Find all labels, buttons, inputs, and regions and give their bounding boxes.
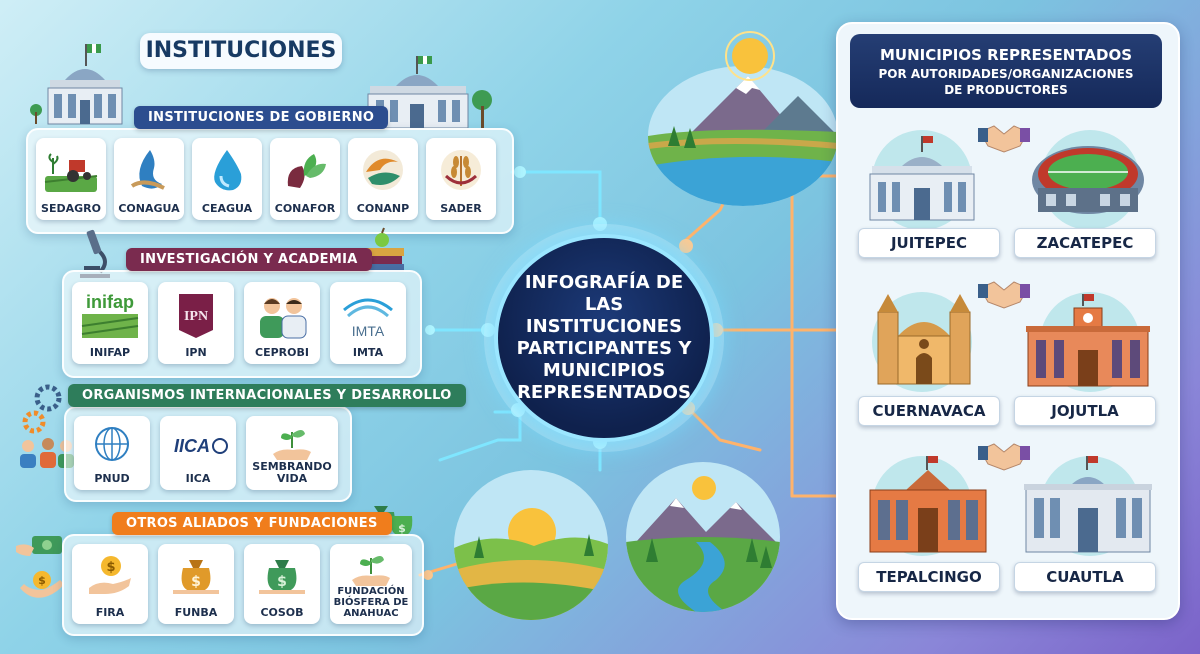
hand-plant-icon [352, 556, 390, 586]
center-title-circle: INFOGRAFÍA DE LAS INSTITUCIONES PARTICIP… [494, 234, 714, 442]
nature-swirl-icon [363, 150, 403, 190]
municipios-title-line1: MUNICIPIOS REPRESENTADOS [879, 46, 1133, 64]
center-title: INFOGRAFÍA DE LAS INSTITUCIONES PARTICIP… [516, 272, 692, 403]
un-emblem-icon [95, 427, 129, 461]
card-label: CEPROBI [255, 346, 309, 359]
card-pnud[interactable]: PNUD [74, 416, 150, 490]
card-label: INIFAP [89, 346, 131, 359]
card-cosob[interactable]: $ COSOB [244, 544, 320, 624]
card-fundacion-biosfera[interactable]: FUNDACIÓN BIÓSFERA DE ANAHUAC [330, 544, 412, 624]
handshake-icon [978, 281, 1030, 309]
svg-text:$: $ [191, 574, 201, 590]
tepalcingo-building-icon [869, 456, 987, 553]
municipios-title-line2: POR AUTORIDADES/ORGANIZACIONES [878, 67, 1134, 81]
card-label: IPN [185, 346, 207, 359]
leaf-seed-icon [287, 154, 326, 188]
card-label: SEDAGRO [41, 202, 101, 215]
hand-plant-icon [273, 430, 311, 460]
card-ceprobi[interactable]: CEPROBI [244, 282, 320, 364]
money-bag-icon: $ [173, 560, 219, 594]
card-label: CONAFOR [274, 202, 336, 215]
iica-logo-icon: IICA [174, 436, 228, 456]
internacionales-title: ORGANISMOS INTERNACIONALES Y DESARROLLO [68, 384, 466, 407]
water-drop-icon [214, 150, 242, 191]
jojutla-building-icon [1026, 294, 1150, 387]
cuernavaca-cathedral-icon [877, 294, 971, 385]
investigacion-title: INVESTIGACIÓN Y ACADEMIA [126, 248, 372, 271]
zacatepec-stadium-icon [1032, 146, 1144, 214]
tractor-field-icon [44, 153, 98, 192]
card-imta[interactable]: IMTA IMTA [330, 282, 406, 364]
money-bag-icon: $ [259, 560, 305, 594]
instituciones-title: INSTITUCIONES [140, 33, 342, 69]
card-label: COSOB [260, 606, 304, 619]
card-sembrando-vida[interactable]: SEMBRANDO VIDA [246, 416, 338, 490]
card-label: FUNDACIÓN BIÓSFERA DE ANAHUAC [333, 586, 409, 619]
municipio-zacatepec[interactable]: ZACATEPEC [1014, 228, 1156, 258]
card-ipn[interactable]: IPN IPN [158, 282, 234, 364]
card-label: IMTA [352, 346, 384, 359]
card-conafor[interactable]: CONAFOR [270, 138, 340, 220]
imta-logo-icon: IMTA [343, 298, 393, 339]
handshake-icon [978, 443, 1030, 471]
ipn-logo-text: IPN [184, 309, 208, 324]
municipios-header: MUNICIPIOS REPRESENTADOS POR AUTORIDADES… [850, 34, 1162, 108]
hands-money-icon: $ [16, 536, 64, 598]
card-label: CONANP [356, 202, 410, 215]
ipn-logo-icon: IPN [179, 294, 213, 338]
card-fira[interactable]: $ FIRA [72, 544, 148, 624]
card-iica[interactable]: IICA IICA [160, 416, 236, 490]
hand-coin-icon: $ [89, 556, 131, 594]
card-inifap[interactable]: inifap INIFAP [72, 282, 148, 364]
municipio-jojutla[interactable]: JOJUTLA [1014, 396, 1156, 426]
svg-text:$: $ [38, 574, 46, 587]
card-label: CEAGUA [201, 202, 253, 215]
svg-text:$: $ [398, 522, 406, 535]
card-conanp[interactable]: CONANP [348, 138, 418, 220]
scientists-icon [260, 298, 307, 339]
mountain-lake-scene [648, 66, 838, 206]
handshake-icon [978, 125, 1030, 153]
inifap-logo-icon: inifap [81, 292, 139, 338]
card-sader[interactable]: SADER [426, 138, 496, 220]
card-label: CONAGUA [118, 202, 180, 215]
juitepec-building-icon [869, 136, 975, 221]
card-ceagua[interactable]: CEAGUA [192, 138, 262, 220]
municipio-juitepec[interactable]: JUITEPEC [858, 228, 1000, 258]
iica-logo-text: IICA [174, 436, 210, 456]
inifap-logo-text: inifap [86, 292, 134, 312]
sunrise-fields-scene [454, 470, 608, 620]
svg-text:$: $ [277, 574, 287, 590]
card-funba[interactable]: $ FUNBA [158, 544, 234, 624]
card-label: SADER [440, 202, 482, 215]
card-label: FIRA [95, 606, 125, 619]
books-apple-icon [360, 227, 404, 272]
river-valley-scene [626, 462, 780, 612]
card-conagua[interactable]: CONAGUA [114, 138, 184, 220]
sun-icon [725, 31, 775, 81]
svg-text:$: $ [106, 560, 115, 575]
card-sedagro[interactable]: SEDAGRO [36, 138, 106, 220]
municipio-tepalcingo[interactable]: TEPALCINGO [858, 562, 1000, 592]
card-label: SEMBRANDO VIDA [252, 460, 332, 485]
municipios-title-line3: DE PRODUCTORES [944, 83, 1068, 97]
government-building-icon [30, 44, 123, 125]
imta-logo-text: IMTA [352, 323, 385, 339]
card-label: IICA [185, 472, 211, 485]
water-wave-icon [130, 150, 165, 190]
card-label: FUNBA [174, 606, 218, 619]
cuautla-building-icon [1024, 456, 1152, 553]
gobierno-title: INSTITUCIONES DE GOBIERNO [134, 106, 389, 129]
municipio-cuautla[interactable]: CUAUTLA [1014, 562, 1156, 592]
card-label: PNUD [94, 472, 130, 485]
municipio-cuernavaca[interactable]: CUERNAVACA [858, 396, 1000, 426]
aliados-title: OTROS ALIADOS Y FUNDACIONES [112, 512, 392, 535]
wheat-icon [441, 150, 481, 190]
